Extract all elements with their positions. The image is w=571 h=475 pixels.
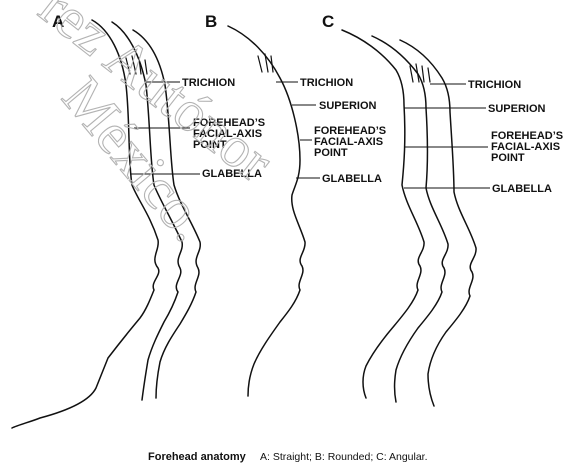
label-c-point: POINT <box>491 152 525 164</box>
panel-c: C TRICHION SUPERION FOREHEAD’S FACIAL-AX… <box>322 12 563 406</box>
panel-letter-c: C <box>322 12 334 31</box>
label-b-glabella: GLABELLA <box>322 173 382 185</box>
panel-letter-b: B <box>205 12 217 31</box>
label-b-point: POINT <box>314 147 348 159</box>
label-b-trichion: TRICHION <box>300 77 353 89</box>
label-c-superion: SUPERION <box>488 103 546 115</box>
watermark: rez Autónor México. <box>28 0 285 253</box>
label-c-glabella: GLABELLA <box>492 183 552 195</box>
panel-b: B TRICHION SUPERION FOREHEAD’S FACIAL-AX… <box>205 12 386 396</box>
profile-c-3 <box>400 40 476 406</box>
caption-text: A: Straight; B: Rounded; C: Angular. <box>260 451 428 463</box>
caption: Forehead anatomy A: Straight; B: Rounded… <box>148 451 428 463</box>
caption-title: Forehead anatomy <box>148 451 247 463</box>
label-b-superion: SUPERION <box>319 100 377 112</box>
label-c-trichion: TRICHION <box>468 79 521 91</box>
profile-c-1 <box>342 30 424 398</box>
